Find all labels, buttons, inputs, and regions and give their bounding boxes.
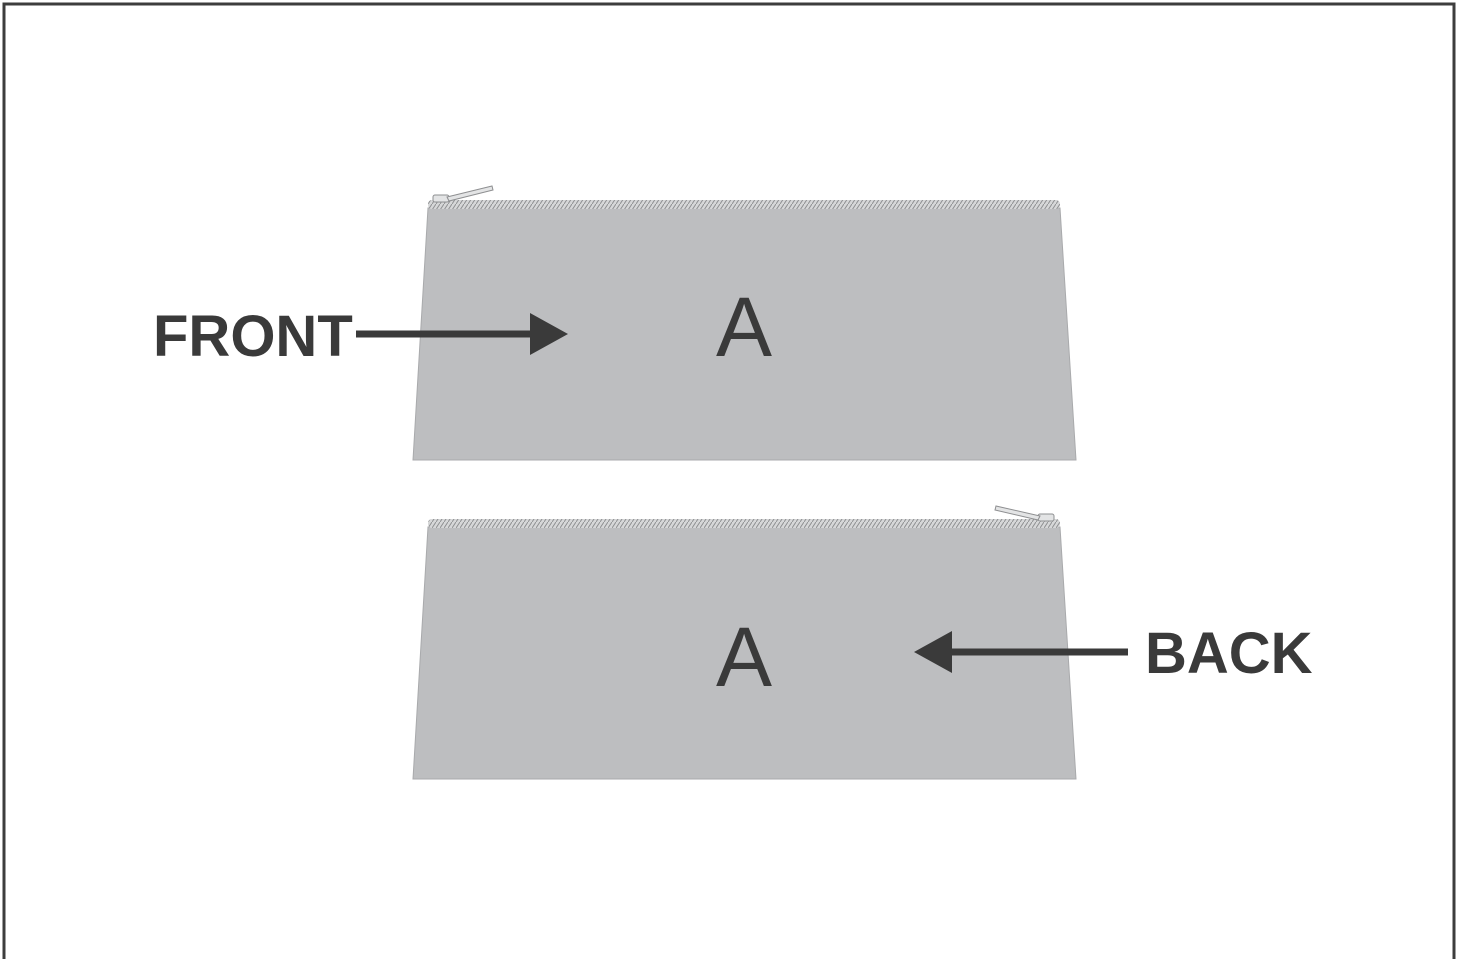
front-arrow-head-icon: [530, 313, 568, 355]
front-label: FRONT: [153, 304, 353, 369]
back-panel-letter: A: [716, 610, 772, 704]
front-zipper-tape: [428, 200, 1060, 209]
back-zipper-tape: [428, 519, 1060, 528]
back-callout: BACK: [914, 621, 1313, 686]
front-zipper-pull-icon: [432, 185, 494, 203]
front-pouch: A: [412, 185, 1077, 461]
front-panel-letter: A: [716, 280, 772, 374]
back-arrow-head-icon: [914, 631, 952, 673]
back-pouch: A: [412, 505, 1077, 780]
back-zipper-pull-icon: [994, 505, 1055, 522]
back-label: BACK: [1145, 621, 1313, 686]
front-callout: FRONT: [153, 304, 568, 369]
